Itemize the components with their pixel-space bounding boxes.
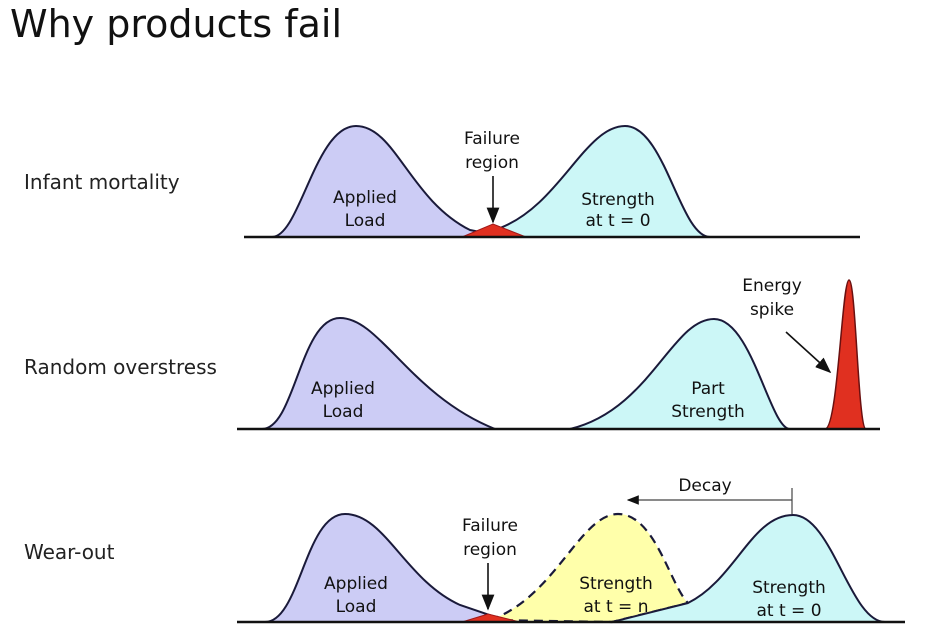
strength-n-label: at t = n <box>584 597 649 617</box>
strength-label: Part <box>691 379 725 399</box>
row-infant-mortality: Applied Load Strength at t = 0 Failure r… <box>244 124 860 239</box>
decay-label: Decay <box>678 476 731 496</box>
slide-title: Why products fail <box>10 2 343 46</box>
strength-label: at t = 0 <box>756 601 821 621</box>
strength-label: Strength <box>752 578 826 598</box>
failure-region-label: Failure <box>464 129 520 149</box>
strength-n-label: Strength <box>579 574 653 594</box>
applied-load-curve <box>261 316 496 430</box>
strength-label: at t = 0 <box>585 211 650 231</box>
applied-load-label: Applied <box>324 574 388 594</box>
applied-load-curve <box>264 512 511 623</box>
strength-label: Strength <box>671 402 745 422</box>
energy-spike-curve <box>824 279 867 430</box>
strength-n-curve <box>489 512 691 624</box>
strength-curve <box>611 513 886 623</box>
applied-load-label: Applied <box>311 379 375 399</box>
energy-spike-label: spike <box>750 300 794 320</box>
row-random-overstress: Applied Load Part Strength Energy spike <box>237 276 880 431</box>
strength-curve <box>471 124 711 238</box>
applied-load-label: Applied <box>333 188 397 208</box>
row-label-infant-mortality: Infant mortality <box>24 170 180 194</box>
applied-load-label: Load <box>336 597 377 617</box>
failure-region-label: region <box>465 153 519 173</box>
applied-load-label: Load <box>323 402 364 422</box>
energy-spike-label: Energy <box>742 276 802 296</box>
energy-spike-arrow <box>785 331 832 374</box>
row-label-random-overstress: Random overstress <box>24 355 217 379</box>
row-wear-out: Applied Load Strength at t = n Strength … <box>237 476 905 624</box>
applied-load-curve <box>271 124 506 238</box>
failure-region-label: region <box>463 540 517 560</box>
row-label-wear-out: Wear-out <box>24 540 115 564</box>
strength-curve <box>569 317 791 430</box>
applied-load-label: Load <box>345 211 386 231</box>
failure-region-label: Failure <box>462 516 518 536</box>
strength-label: Strength <box>581 190 655 210</box>
